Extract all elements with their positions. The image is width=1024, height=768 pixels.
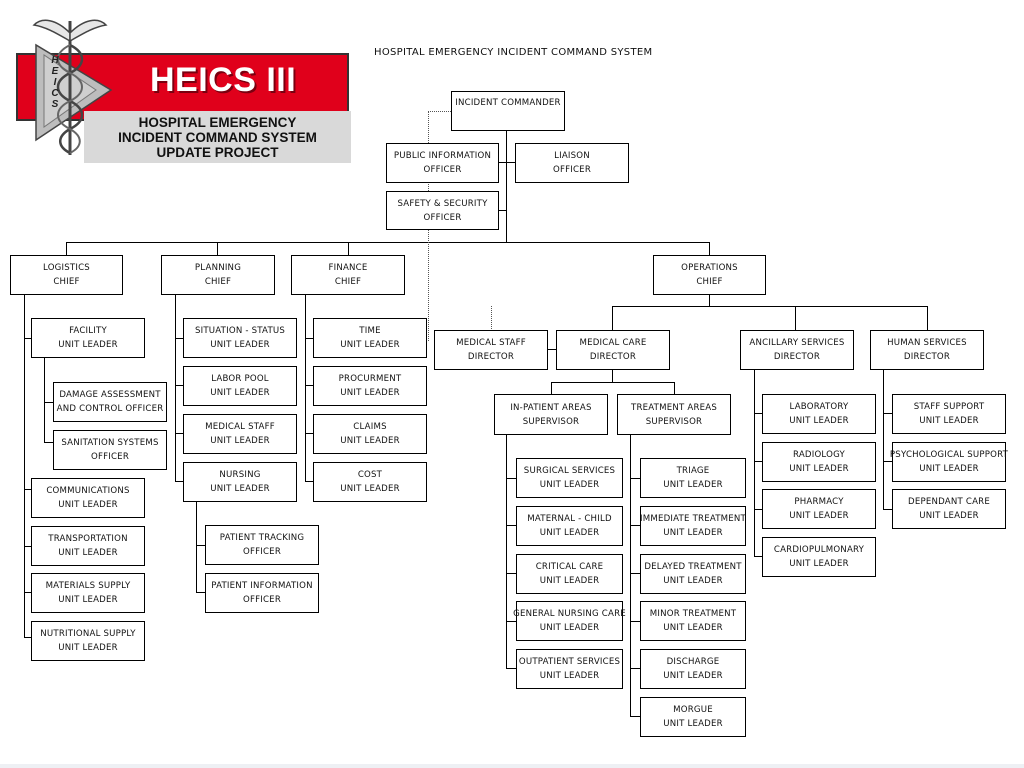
footer-strip xyxy=(0,764,1024,768)
caduceus-icon xyxy=(32,19,113,155)
incident-commander-box: INCIDENT COMMANDER xyxy=(451,91,565,131)
logo-vertical-letters: H E I C S xyxy=(51,55,59,110)
heics-logo: H E I C S HEICS III HOSPITAL EMERGENCY I… xyxy=(16,15,351,163)
chart-title: HOSPITAL EMERGENCY INCIDENT COMMAND SYST… xyxy=(374,47,653,58)
logo-subtitle: HOSPITAL EMERGENCY INCIDENT COMMAND SYST… xyxy=(118,115,317,160)
logo-grey-banner xyxy=(84,111,351,163)
logo-heics-title: HEICS III xyxy=(150,61,297,99)
